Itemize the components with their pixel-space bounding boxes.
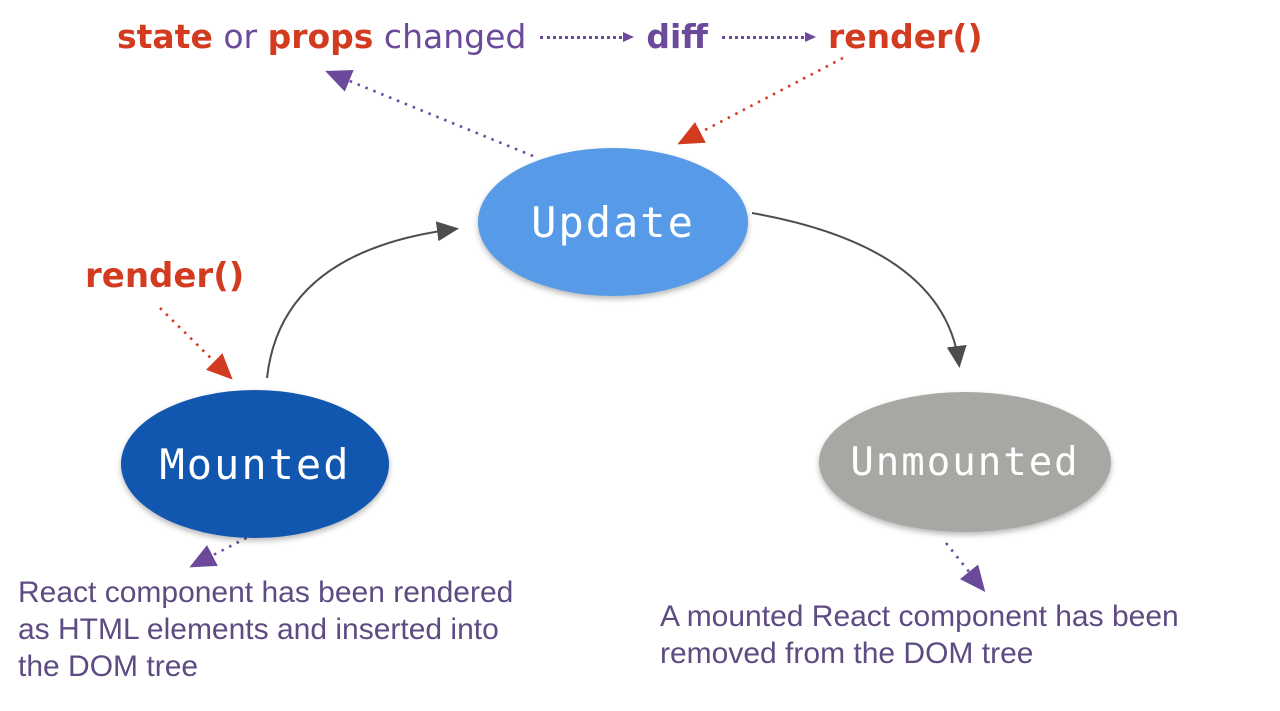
- mounted-caption-line2: as HTML elements and inserted into: [18, 613, 499, 646]
- state-or-props-changed-label: state or props changed: [117, 14, 526, 60]
- unmounted-caption-line1: A mounted React component has been: [660, 600, 1179, 633]
- render-top-label: render(): [828, 17, 983, 56]
- node-mounted: Mounted: [121, 390, 389, 538]
- state-keyword: state: [117, 17, 213, 56]
- node-mounted-label: Mounted: [159, 439, 351, 489]
- unmounted-caption-line2: removed from the DOM tree: [660, 637, 1034, 670]
- node-unmounted-label: Unmounted: [850, 439, 1080, 485]
- node-unmounted: Unmounted: [819, 392, 1111, 532]
- diff-label: diff: [646, 17, 708, 56]
- arrow-render-to-mounted-icon: [159, 307, 233, 380]
- top-flow-row: state or props changed diff render(): [117, 14, 983, 60]
- mounted-caption: React component has been rendered as HTM…: [18, 574, 638, 685]
- arrow-update-to-state-props-icon: [325, 70, 534, 158]
- arrow-mounted-to-caption-icon: [189, 532, 255, 568]
- dotted-arrow-to-render-icon: [722, 31, 816, 42]
- props-keyword: props: [267, 17, 374, 56]
- node-update-label: Update: [531, 197, 695, 247]
- unmounted-caption: A mounted React component has been remov…: [660, 598, 1280, 672]
- render-mounted-label: render(): [85, 256, 245, 296]
- or-word: or: [212, 17, 268, 56]
- mounted-caption-line3: the DOM tree: [18, 650, 199, 683]
- arrow-update-to-unmounted-icon: [751, 212, 967, 368]
- dotted-arrow-to-diff-icon: [540, 31, 635, 42]
- mounted-caption-line1: React component has been rendered: [18, 576, 514, 609]
- arrow-unmounted-to-caption-icon: [944, 542, 986, 593]
- arrow-render-to-update-icon: [677, 56, 844, 145]
- changed-word: changed: [373, 17, 527, 56]
- node-update: Update: [478, 148, 748, 296]
- arrow-mounted-to-update-icon: [266, 221, 459, 379]
